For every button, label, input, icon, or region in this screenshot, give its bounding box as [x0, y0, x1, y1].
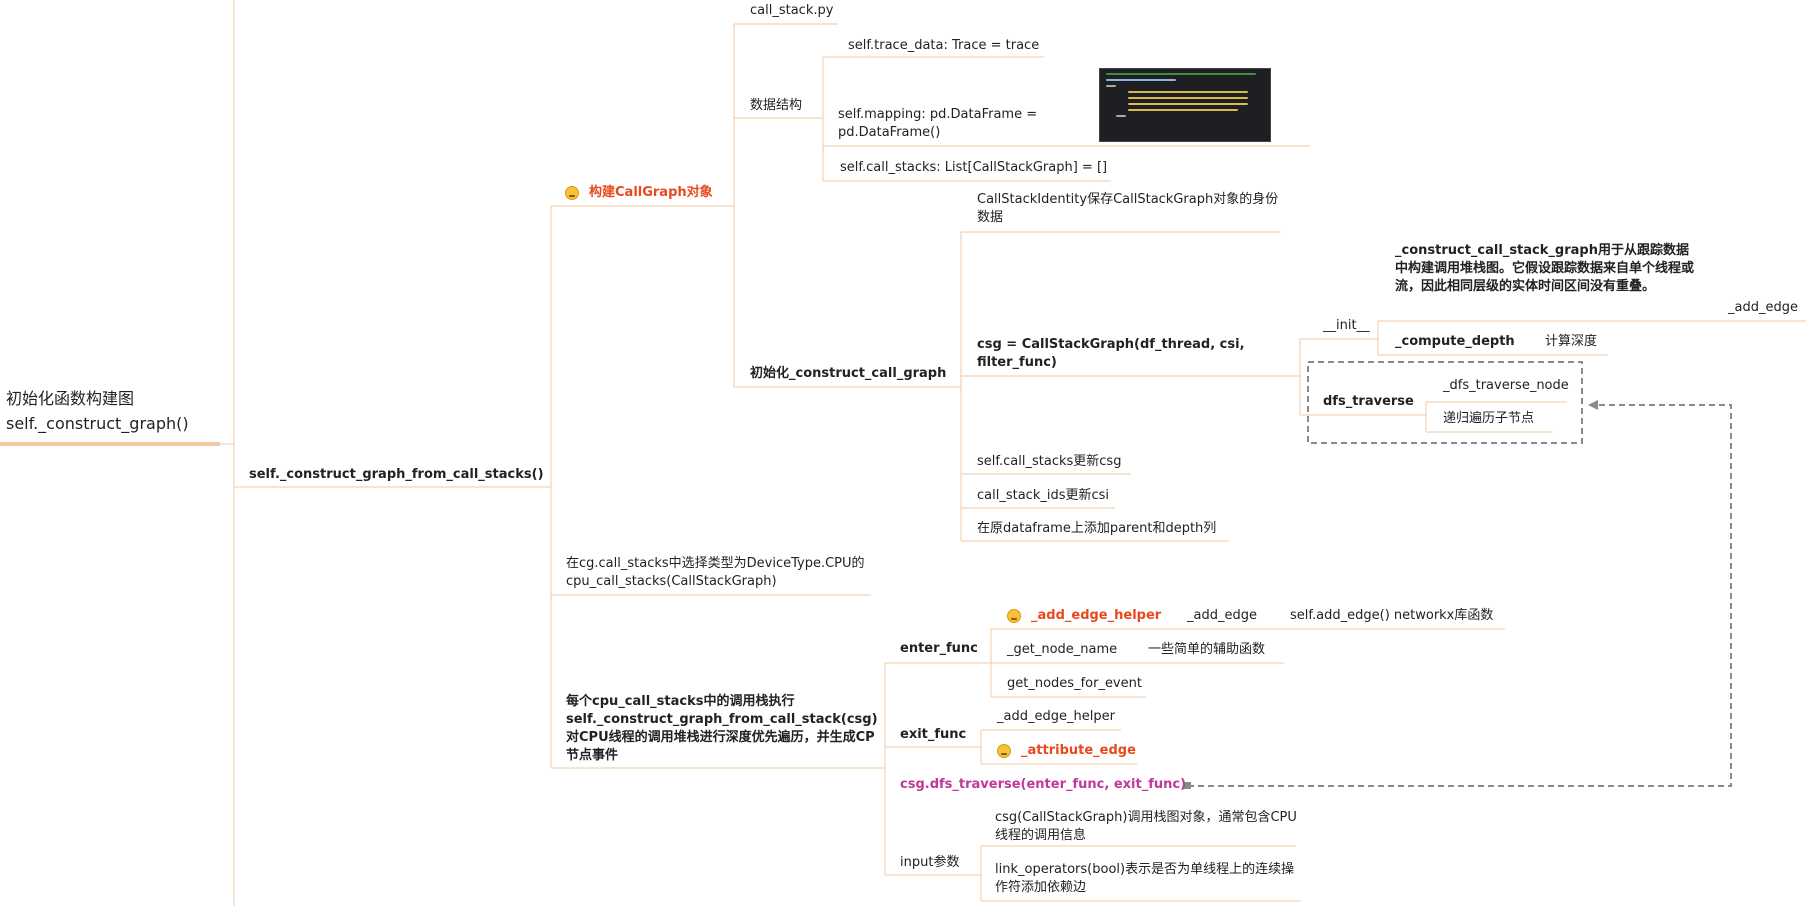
thinking-emoji-icon	[1007, 609, 1021, 623]
init-method: __init__	[1323, 318, 1370, 333]
networkx-add-edge: self.add_edge() networkx库函数	[1290, 608, 1494, 623]
file-name: call_stack.py	[750, 3, 834, 18]
add-edge-helper-exit: _add_edge_helper	[997, 709, 1115, 724]
add-edge-method: _add_edge	[1728, 300, 1798, 315]
attribute-edge: _attribute_edge	[1021, 743, 1136, 758]
add-columns: 在原dataframe上添加parent和depth列	[977, 521, 1217, 536]
dfs-desc: 递归遍历子节点	[1443, 411, 1535, 426]
dfs-traverse-node-method: _dfs_traverse_node	[1443, 378, 1569, 393]
add-edge-helper-enter: _add_edge_helper	[1031, 608, 1162, 623]
code-screenshot-image	[1099, 68, 1271, 142]
csg-constructor: csg = CallStackGraph(df_thread, csi, fil…	[977, 337, 1245, 370]
update-csg: self.call_stacks更新csg	[977, 454, 1122, 469]
thinking-emoji-icon	[565, 186, 579, 200]
thinking-emoji-icon	[997, 744, 1011, 758]
input-link-desc: link_operators(bool)表示是否为单线程上的连续操作符添加依赖边	[995, 862, 1295, 895]
input-csg-desc: csg(CallStackGraph)调用栈图对象，通常包含CPU线程的调用信息	[995, 810, 1297, 843]
aux-functions-desc: 一些简单的辅助函数	[1148, 642, 1266, 657]
root-title: 初始化函数构建图	[6, 389, 135, 408]
get-node-name: _get_node_name	[1007, 642, 1118, 657]
input-params-label: input参数	[900, 855, 960, 870]
dfs-traverse-method: dfs_traverse	[1323, 394, 1414, 409]
enter-func-label: enter_func	[900, 641, 978, 656]
build-callgraph-label: 构建CallGraph对象	[589, 185, 713, 200]
csi-desc: CallStackIdentity保存CallStackGraph对象的身份数据	[977, 192, 1279, 225]
exit-func-label: exit_func	[900, 727, 967, 742]
root-subtitle: self._construct_graph()	[6, 414, 189, 433]
level1-label: self._construct_graph_from_call_stacks()	[249, 467, 544, 482]
update-csi: call_stack_ids更新csi	[977, 488, 1110, 503]
compute-depth-method: _compute_depth	[1395, 334, 1515, 349]
get-nodes-for-event: get_nodes_for_event	[1007, 676, 1142, 691]
data-struct-label: 数据结构	[750, 98, 803, 113]
select-cpu-desc: 在cg.call_stacks中选择类型为DeviceType.CPU的cpu_…	[566, 556, 865, 589]
mapping-field: self.mapping: pd.DataFrame = pd.DataFram…	[838, 107, 1038, 140]
add-edge-enter: _add_edge	[1187, 608, 1257, 623]
init-label: 初始化_construct_call_graph	[750, 366, 947, 381]
construct-call-stack-graph-desc: _construct_call_stack_graph用于从跟踪数据中构建调用堆…	[1395, 243, 1695, 294]
trace-data-field: self.trace_data: Trace = trace	[848, 38, 1040, 53]
dfs-traverse-call: csg.dfs_traverse(enter_func, exit_func)	[900, 777, 1187, 792]
call-stacks-field: self.call_stacks: List[CallStackGraph] =…	[840, 160, 1108, 175]
compute-depth-desc: 计算深度	[1545, 334, 1598, 349]
each-call-stack-desc: 每个cpu_call_stacks中的调用栈执行self._construct_…	[566, 694, 878, 763]
